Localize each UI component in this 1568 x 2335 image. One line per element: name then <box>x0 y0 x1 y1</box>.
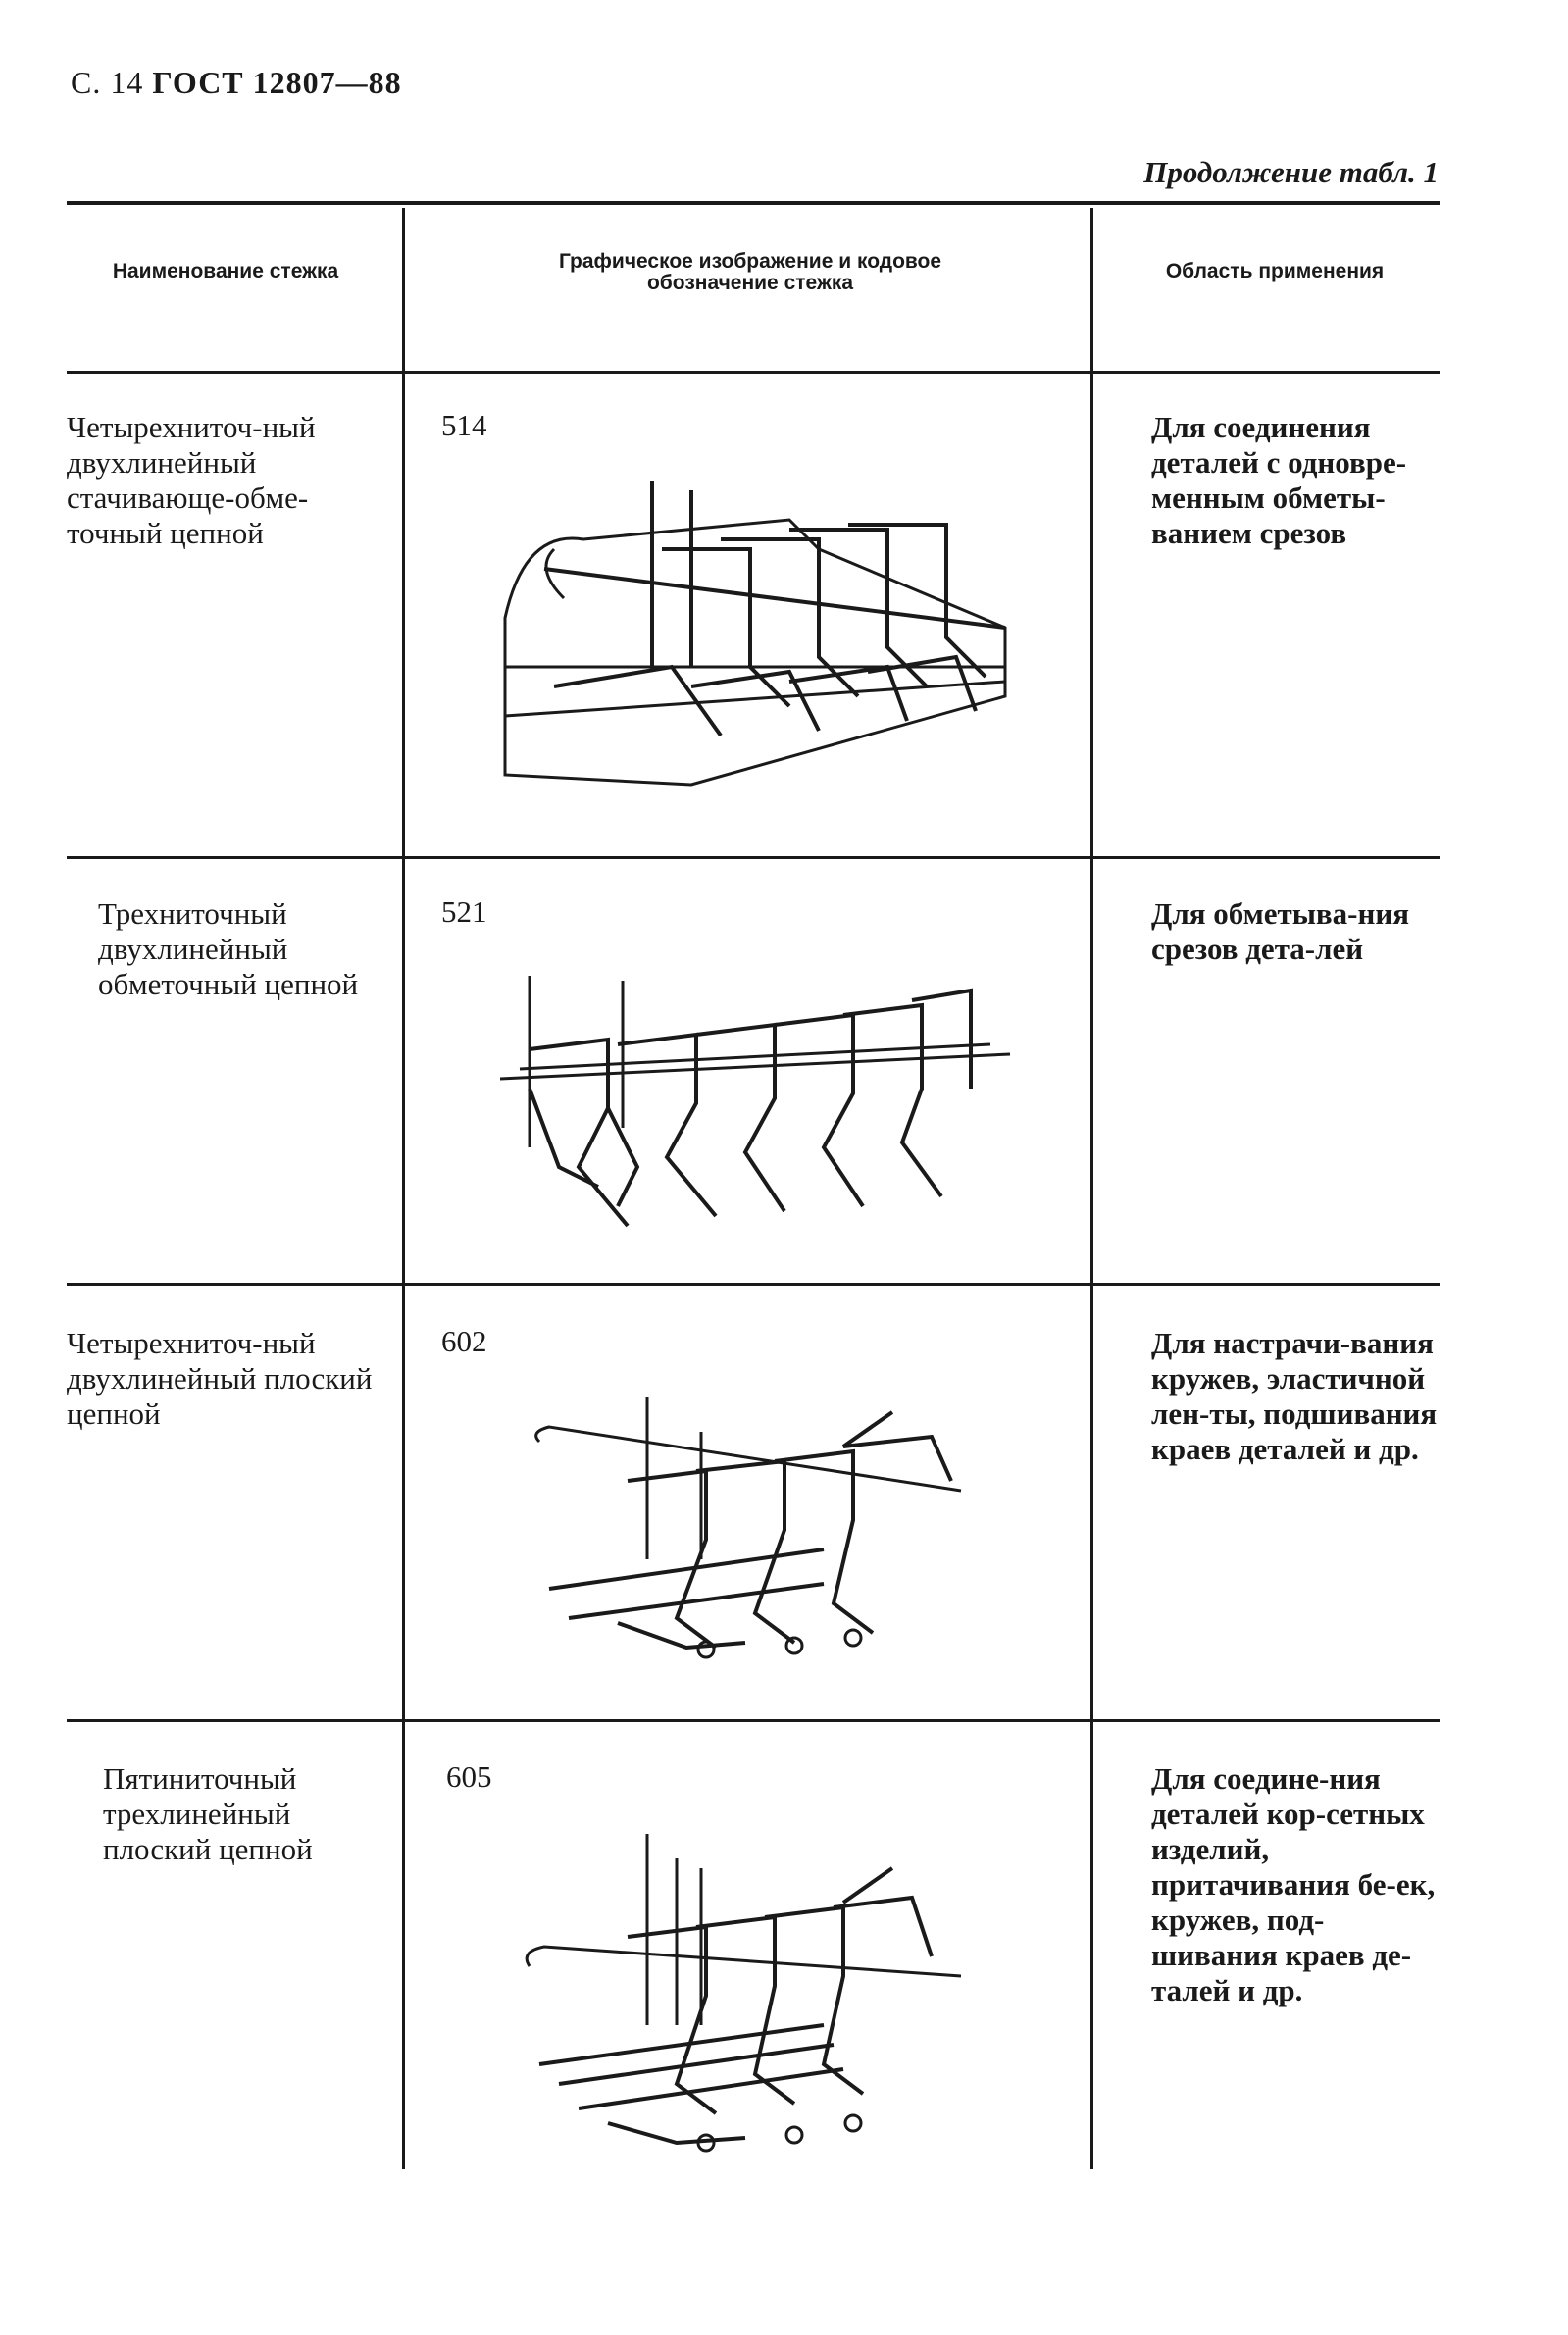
stitch-name-514: Четырехниточ-ный двухлинейный стачивающе… <box>67 410 316 550</box>
stitch-code-602: 602 <box>441 1324 487 1358</box>
stitch-code-605: 605 <box>446 1759 492 1794</box>
row-divider <box>67 856 1440 859</box>
row-divider <box>67 1719 1440 1722</box>
standard-number: ГОСТ 12807—88 <box>152 65 402 100</box>
stitch-name-602: Четырехниточ-ный двухлинейный плоский це… <box>67 1326 373 1431</box>
header-bottom-rule <box>67 371 1440 374</box>
stitch-use-605: Для соедине-ния деталей кор-сетных издел… <box>1151 1761 1436 2007</box>
page-header: С. 14 ГОСТ 12807—88 <box>71 65 402 101</box>
table-continuation-label: Продолжение табл. 1 <box>1143 155 1439 189</box>
column-divider <box>1090 208 1093 2169</box>
stitch-605-diagram-icon <box>520 1829 990 2162</box>
page-number: С. 14 <box>71 65 144 100</box>
stitch-code-514: 514 <box>441 408 487 442</box>
stitch-code-521: 521 <box>441 894 487 929</box>
stitch-use-514: Для соединения деталей с одновре-менным … <box>1151 410 1407 550</box>
stitch-use-521: Для обметыва-ния срезов дета-лей <box>1151 896 1409 966</box>
column-header-application: Область применения <box>1165 260 1385 282</box>
table-top-rule <box>67 201 1440 205</box>
stitch-521-diagram-icon <box>500 971 1030 1255</box>
stitch-602-diagram-icon <box>530 1393 990 1687</box>
stitch-name-521: Трехниточный двухлинейный обметочный цеп… <box>98 896 359 1001</box>
stitch-use-602: Для настрачи-вания кружев, эластичной ле… <box>1151 1326 1438 1466</box>
stitch-name-605: Пятиниточный трехлинейный плоский цепной <box>103 1761 313 1866</box>
column-header-graphic: Графическое изображение и кодовое обозна… <box>558 250 942 294</box>
row-divider <box>67 1283 1440 1286</box>
column-header-name: Наименование стежка <box>112 260 339 282</box>
stitch-514-diagram-icon <box>495 471 1025 794</box>
column-divider <box>402 208 405 2169</box>
